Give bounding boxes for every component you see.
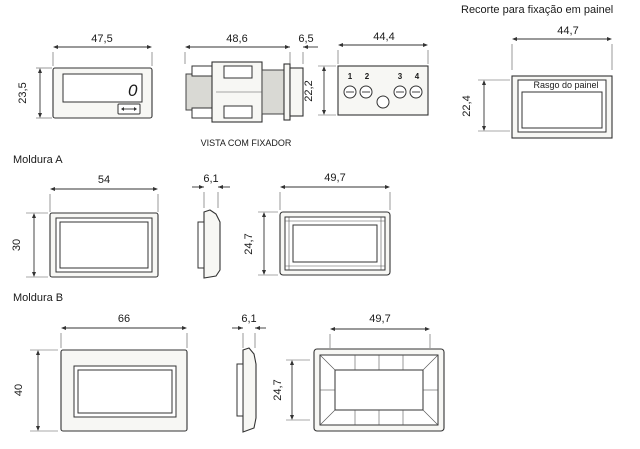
frame-a-side: 6,1 [192,173,230,279]
panel-cutout: Recorte para fixação em painel 44,7 22,4… [461,4,613,139]
side-caption: VISTA COM FIXADOR [201,138,292,148]
frame-a-back-height-label: 24,7 [243,233,255,254]
frame-b-back-height-label: 24,7 [272,379,284,400]
front-height-label: 23,5 [17,82,29,103]
frame-b-width-label: 66 [118,313,130,325]
frame-b-height-label: 40 [13,384,25,396]
cutout-height-label: 22,4 [461,95,473,116]
side-width-label: 48,6 [226,33,247,45]
side-view-with-fixer: 48,6 6,5 VISTA COM FIXADOR [184,33,318,148]
rear-width-label: 44,4 [373,31,394,43]
frame-b-back: 49,7 24,7 [272,313,445,432]
rear-view-terminals: 44,4 22,2 1 2 3 4 [303,31,429,116]
frame-a-back: 49,7 24,7 [243,172,391,276]
frame-a-front: 54 30 [11,174,159,278]
frame-a-height-label: 30 [11,239,23,251]
front-view-counter: 47,5 23,5 0 [17,33,153,119]
frame-b-side: 6,1 [232,313,266,433]
frame-a-back-width-label: 49,7 [324,172,345,184]
cutout-title: Recorte para fixação em painel [461,4,613,16]
terminal-2: 2 [365,72,370,81]
frame-b-depth-label: 6,1 [241,313,256,325]
front-width-label: 47,5 [91,33,112,45]
terminal-3: 3 [398,72,403,81]
frame-a-width-label: 54 [98,174,110,186]
cutout-label: Rasgo do painel [533,80,598,90]
side-depth-label: 6,5 [298,33,313,45]
rear-height-label: 22,2 [303,80,315,101]
frame-a-title: Moldura A [13,154,63,166]
frame-b-front: 66 40 [13,313,188,432]
terminal-1: 1 [348,72,353,81]
frame-b-back-width-label: 49,7 [369,313,390,325]
display-digit: 0 [128,81,138,100]
cutout-width-label: 44,7 [557,25,578,37]
frame-b-title: Moldura B [13,292,63,304]
terminal-4: 4 [415,72,420,81]
frame-a-depth-label: 6,1 [203,173,218,185]
